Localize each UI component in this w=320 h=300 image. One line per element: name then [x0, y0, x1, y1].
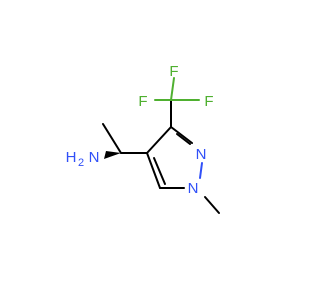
- amine-h-label: H: [66, 149, 77, 166]
- fluorine-top-label: F: [169, 63, 178, 80]
- nitrogen-methyl-label: N: [188, 180, 199, 197]
- nitrogen-ring-label: N: [196, 146, 207, 163]
- molecule-structure: F F F N N H 2 N: [66, 63, 220, 214]
- bond-methyl-chiral: [102, 123, 122, 154]
- fluorine-right-label: F: [204, 93, 213, 110]
- fluorine-left-label: F: [138, 93, 147, 110]
- bond-c3-n2-inner: [176, 133, 191, 145]
- bond-n1-methyl: [204, 196, 220, 214]
- bond-c4-c3: [146, 126, 172, 154]
- amine-n-label: N: [89, 149, 100, 166]
- bond-c3-n2: [170, 126, 193, 144]
- bond-cf3-f-top: [170, 77, 175, 101]
- bond-n2-n1: [199, 162, 203, 179]
- amine-subscript-label: 2: [78, 157, 84, 169]
- wedge-bond-chiral-amine: [104, 151, 121, 159]
- bond-c4-c5: [146, 152, 161, 189]
- bond-c4-c5-inner: [153, 157, 166, 185]
